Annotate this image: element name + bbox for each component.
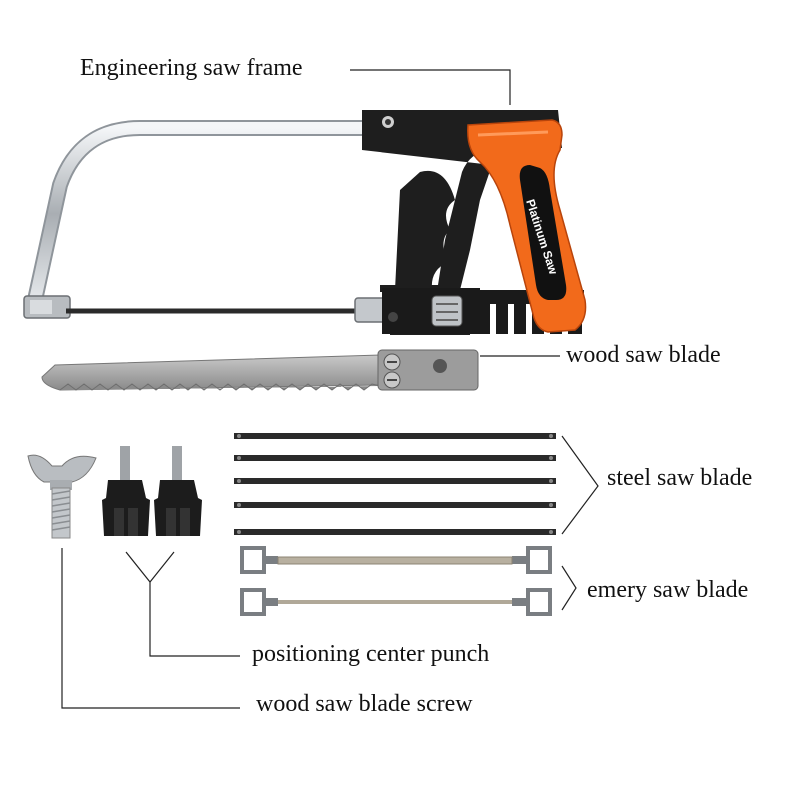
positioning-center-punch-right [154, 446, 202, 536]
tension-block [382, 288, 480, 334]
label-positioning-center-punch: positioning center punch [252, 641, 490, 667]
emery-saw-blades [240, 546, 552, 616]
wood-saw-blade-screw [27, 454, 97, 539]
wood-blade-teeth [59, 383, 381, 391]
engineering-saw-frame: Platinum Saw [23, 110, 587, 335]
handle-brand-inlay [519, 165, 567, 300]
wood-blade-mount [377, 349, 479, 391]
label-engineering-saw-frame: Engineering saw frame [80, 55, 303, 81]
label-steel-saw-blade: steel saw blade [607, 465, 753, 491]
steel-saw-blades [234, 433, 556, 535]
label-wood-saw-blade-screw: wood saw blade screw [256, 691, 473, 717]
rear-clamp [354, 297, 386, 323]
label-emery-saw-blade: emery saw blade [587, 577, 749, 603]
positioning-center-punch-left [102, 446, 150, 536]
callout-lines [61, 69, 599, 709]
label-wood-saw-blade: wood saw blade [566, 342, 721, 368]
wood-saw-blade [41, 349, 479, 391]
